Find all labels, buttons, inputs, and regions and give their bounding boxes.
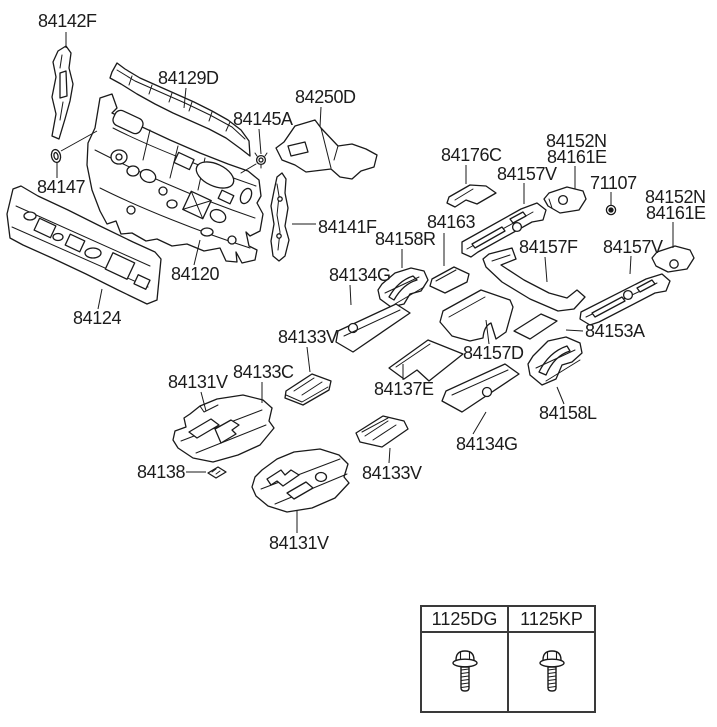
fastener-cell bbox=[422, 633, 507, 711]
callout-84124: 84124 bbox=[73, 308, 122, 328]
callout-84133V-2: 84133V bbox=[362, 463, 422, 483]
callout-84134G-2: 84134G bbox=[456, 434, 518, 454]
callout-84157D: 84157D bbox=[463, 343, 524, 363]
callout-84147: 84147 bbox=[37, 177, 86, 197]
part-84133V-upper-drawing bbox=[284, 373, 332, 406]
callout-84142F: 84142F bbox=[38, 11, 97, 31]
part-84134G-lower-drawing bbox=[441, 363, 520, 413]
fastener-code: 1125KP bbox=[509, 607, 594, 633]
part-84250D-drawing bbox=[275, 119, 378, 180]
callout-84153A: 84153A bbox=[585, 321, 645, 341]
part-84134G-upper-drawing bbox=[335, 303, 411, 353]
fastener-column-1125KP: 1125KP bbox=[507, 607, 594, 711]
part-84157D-drawing bbox=[439, 289, 514, 342]
callout-84161E-1: 84161E bbox=[547, 147, 607, 167]
callout-71107: 71107 bbox=[590, 173, 637, 193]
part-84157F-drawing bbox=[482, 247, 586, 312]
callout-84120: 84120 bbox=[171, 264, 220, 284]
callout-84157V-2: 84157V bbox=[603, 237, 663, 257]
fastener-table: 1125DG 1125KP bbox=[420, 605, 596, 713]
part-84124-drawing bbox=[6, 185, 162, 305]
callout-84141F: 84141F bbox=[318, 217, 377, 237]
callout-84133V-1: 84133V bbox=[278, 327, 338, 347]
callout-84250D: 84250D bbox=[295, 87, 356, 107]
part-84131V-lower-drawing bbox=[251, 448, 350, 513]
part-84137E-drawing bbox=[388, 339, 464, 382]
callout-84158L: 84158L bbox=[539, 403, 597, 423]
part-84147-drawing bbox=[50, 148, 62, 164]
part-84142F-drawing bbox=[51, 45, 74, 140]
part-84158L-drawing bbox=[527, 336, 583, 386]
part-84158R-drawing bbox=[377, 267, 429, 308]
fastener-cell bbox=[509, 633, 594, 711]
part-84138-drawing bbox=[207, 466, 227, 479]
part-84120-drawing bbox=[86, 93, 264, 264]
part-84152N-right-drawing bbox=[651, 245, 695, 273]
callout-84176C: 84176C bbox=[441, 145, 502, 165]
callout-84157V-1: 84157V bbox=[497, 164, 557, 184]
part-84141F-drawing bbox=[270, 172, 290, 262]
callout-84152N-2: 84152N bbox=[645, 187, 706, 207]
callout-84163: 84163 bbox=[427, 212, 476, 232]
fastener-column-1125DG: 1125DG bbox=[422, 607, 507, 711]
callout-84158R: 84158R bbox=[375, 229, 436, 249]
callout-84129D: 84129D bbox=[158, 68, 219, 88]
callout-84131V-2: 84131V bbox=[269, 533, 329, 553]
callout-84134G-1: 84134G bbox=[329, 265, 391, 285]
part-84176C-drawing bbox=[446, 184, 497, 208]
fastener-code: 1125DG bbox=[422, 607, 507, 633]
bolt-icon bbox=[451, 650, 478, 692]
callout-84157F: 84157F bbox=[519, 237, 578, 257]
callout-84133C: 84133C bbox=[233, 362, 294, 382]
part-84131V-upper-drawing bbox=[172, 394, 275, 463]
callout-84137E: 84137E bbox=[374, 379, 434, 399]
callout-84138: 84138 bbox=[137, 462, 186, 482]
bolt-icon bbox=[538, 650, 565, 692]
leader-lines bbox=[56, 32, 674, 533]
part-84157V-upper-drawing bbox=[461, 202, 547, 258]
part-84152N-left-drawing bbox=[543, 186, 587, 214]
part-84133V-lower-drawing bbox=[355, 415, 409, 448]
callout-84145A: 84145A bbox=[233, 109, 293, 129]
part-84153A-drawing bbox=[513, 313, 558, 340]
part-84145A-drawing bbox=[240, 152, 268, 174]
part-84163-drawing bbox=[429, 266, 470, 294]
part-84157V-lower-drawing bbox=[579, 273, 671, 326]
callout-84152N-1: 84152N bbox=[546, 131, 607, 151]
callout-84161E-2: 84161E bbox=[646, 203, 706, 223]
callout-84131V-1: 84131V bbox=[168, 372, 228, 392]
part-71107-drawing bbox=[605, 204, 617, 216]
